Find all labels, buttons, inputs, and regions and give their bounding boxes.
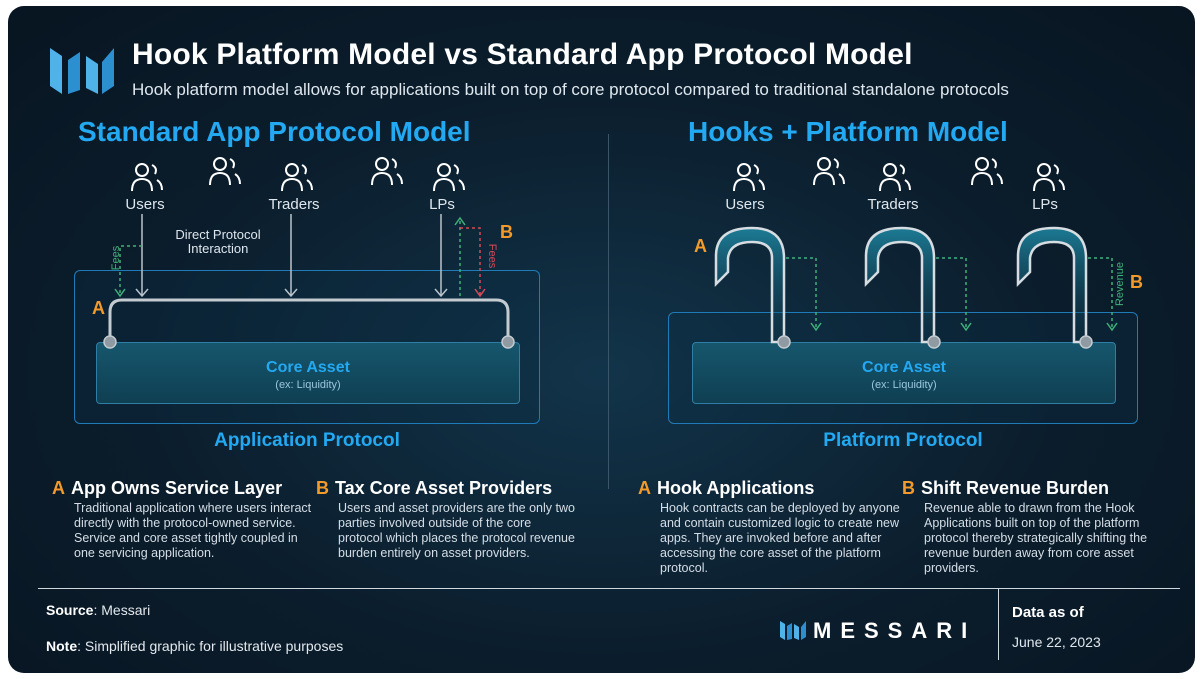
messari-footer-logo [780,621,806,640]
users-label: Users [725,196,765,213]
fees-label-red: Fees [486,243,499,269]
standard-model-flow [103,214,515,349]
desc-letter: B [316,478,329,498]
desc-body: Users and asset providers are the only t… [338,501,575,560]
footer-divider [38,588,1180,589]
marker-a-right: A [694,236,707,256]
footer-vertical-divider [998,588,999,660]
desc-hook-applications: A Hook Applications Hook contracts can be… [638,478,900,576]
desc-letter: A [52,478,65,498]
hooks-model-title: Hooks + Platform Model [688,116,1008,147]
desc-body: Traditional application where users inte… [74,501,312,560]
desc-letter: A [638,478,651,498]
data-as-of-label: Data as of [1012,604,1084,621]
standard-model-title: Standard App Protocol Model [78,116,471,147]
infographic-card: Hook Platform Model vs Standard App Prot… [8,6,1195,673]
page-title: Hook Platform Model vs Standard App Prot… [132,38,913,71]
page-subtitle: Hook platform model allows for applicati… [132,80,1009,99]
desc-app-owns-service: A App Owns Service Layer Traditional appl… [52,478,314,561]
marker-a-left: A [92,298,105,318]
messari-brand: MESSARI [813,618,977,643]
core-asset-subtitle: (ex: Liquidity) [871,379,937,391]
data-date: June 22, 2023 [1012,634,1101,650]
desc-title: Hook Applications [657,478,815,498]
users-label: Users [125,196,165,213]
desc-title: Tax Core Asset Providers [335,478,553,498]
core-asset-title: Core Asset [862,359,946,376]
platform-protocol-label: Platform Protocol [823,430,983,451]
traders-label: Traders [268,196,320,213]
lps-label: LPs [1032,196,1058,213]
desc-body: Revenue able to drawn from the Hook Appl… [924,501,1148,575]
desc-title: Shift Revenue Burden [921,478,1110,498]
note-line: Note: Simplified graphic for illustrativ… [46,638,344,654]
core-asset-box: Core Asset (ex: Liquidity) [96,342,520,404]
application-protocol-label: Application Protocol [214,430,400,451]
core-asset-subtitle: (ex: Liquidity) [275,379,341,391]
desc-title: App Owns Service Layer [71,478,283,498]
marker-b-right: B [1130,272,1143,292]
core-asset-box: Core Asset (ex: Liquidity) [692,342,1116,404]
source-line: Source: Messari [46,602,151,618]
direct-interaction-label: Direct Protocol Interaction [175,227,261,256]
desc-body: Hook contracts can be deployed by anyone… [660,501,900,575]
fees-label-green: Fees [110,245,123,271]
messari-logo [50,48,114,94]
traders-label: Traders [867,196,919,213]
hooks-model-flow [714,226,1118,349]
marker-b-left: B [500,222,513,242]
desc-shift-revenue: B Shift Revenue Burden Revenue able to dr… [902,478,1164,576]
section-divider [608,134,609,489]
desc-tax-core-asset: B Tax Core Asset Providers Users and asse… [316,478,578,561]
revenue-label: Revenue [1114,261,1127,307]
desc-letter: B [902,478,915,498]
lps-label: LPs [429,196,455,213]
core-asset-title: Core Asset [266,359,350,376]
